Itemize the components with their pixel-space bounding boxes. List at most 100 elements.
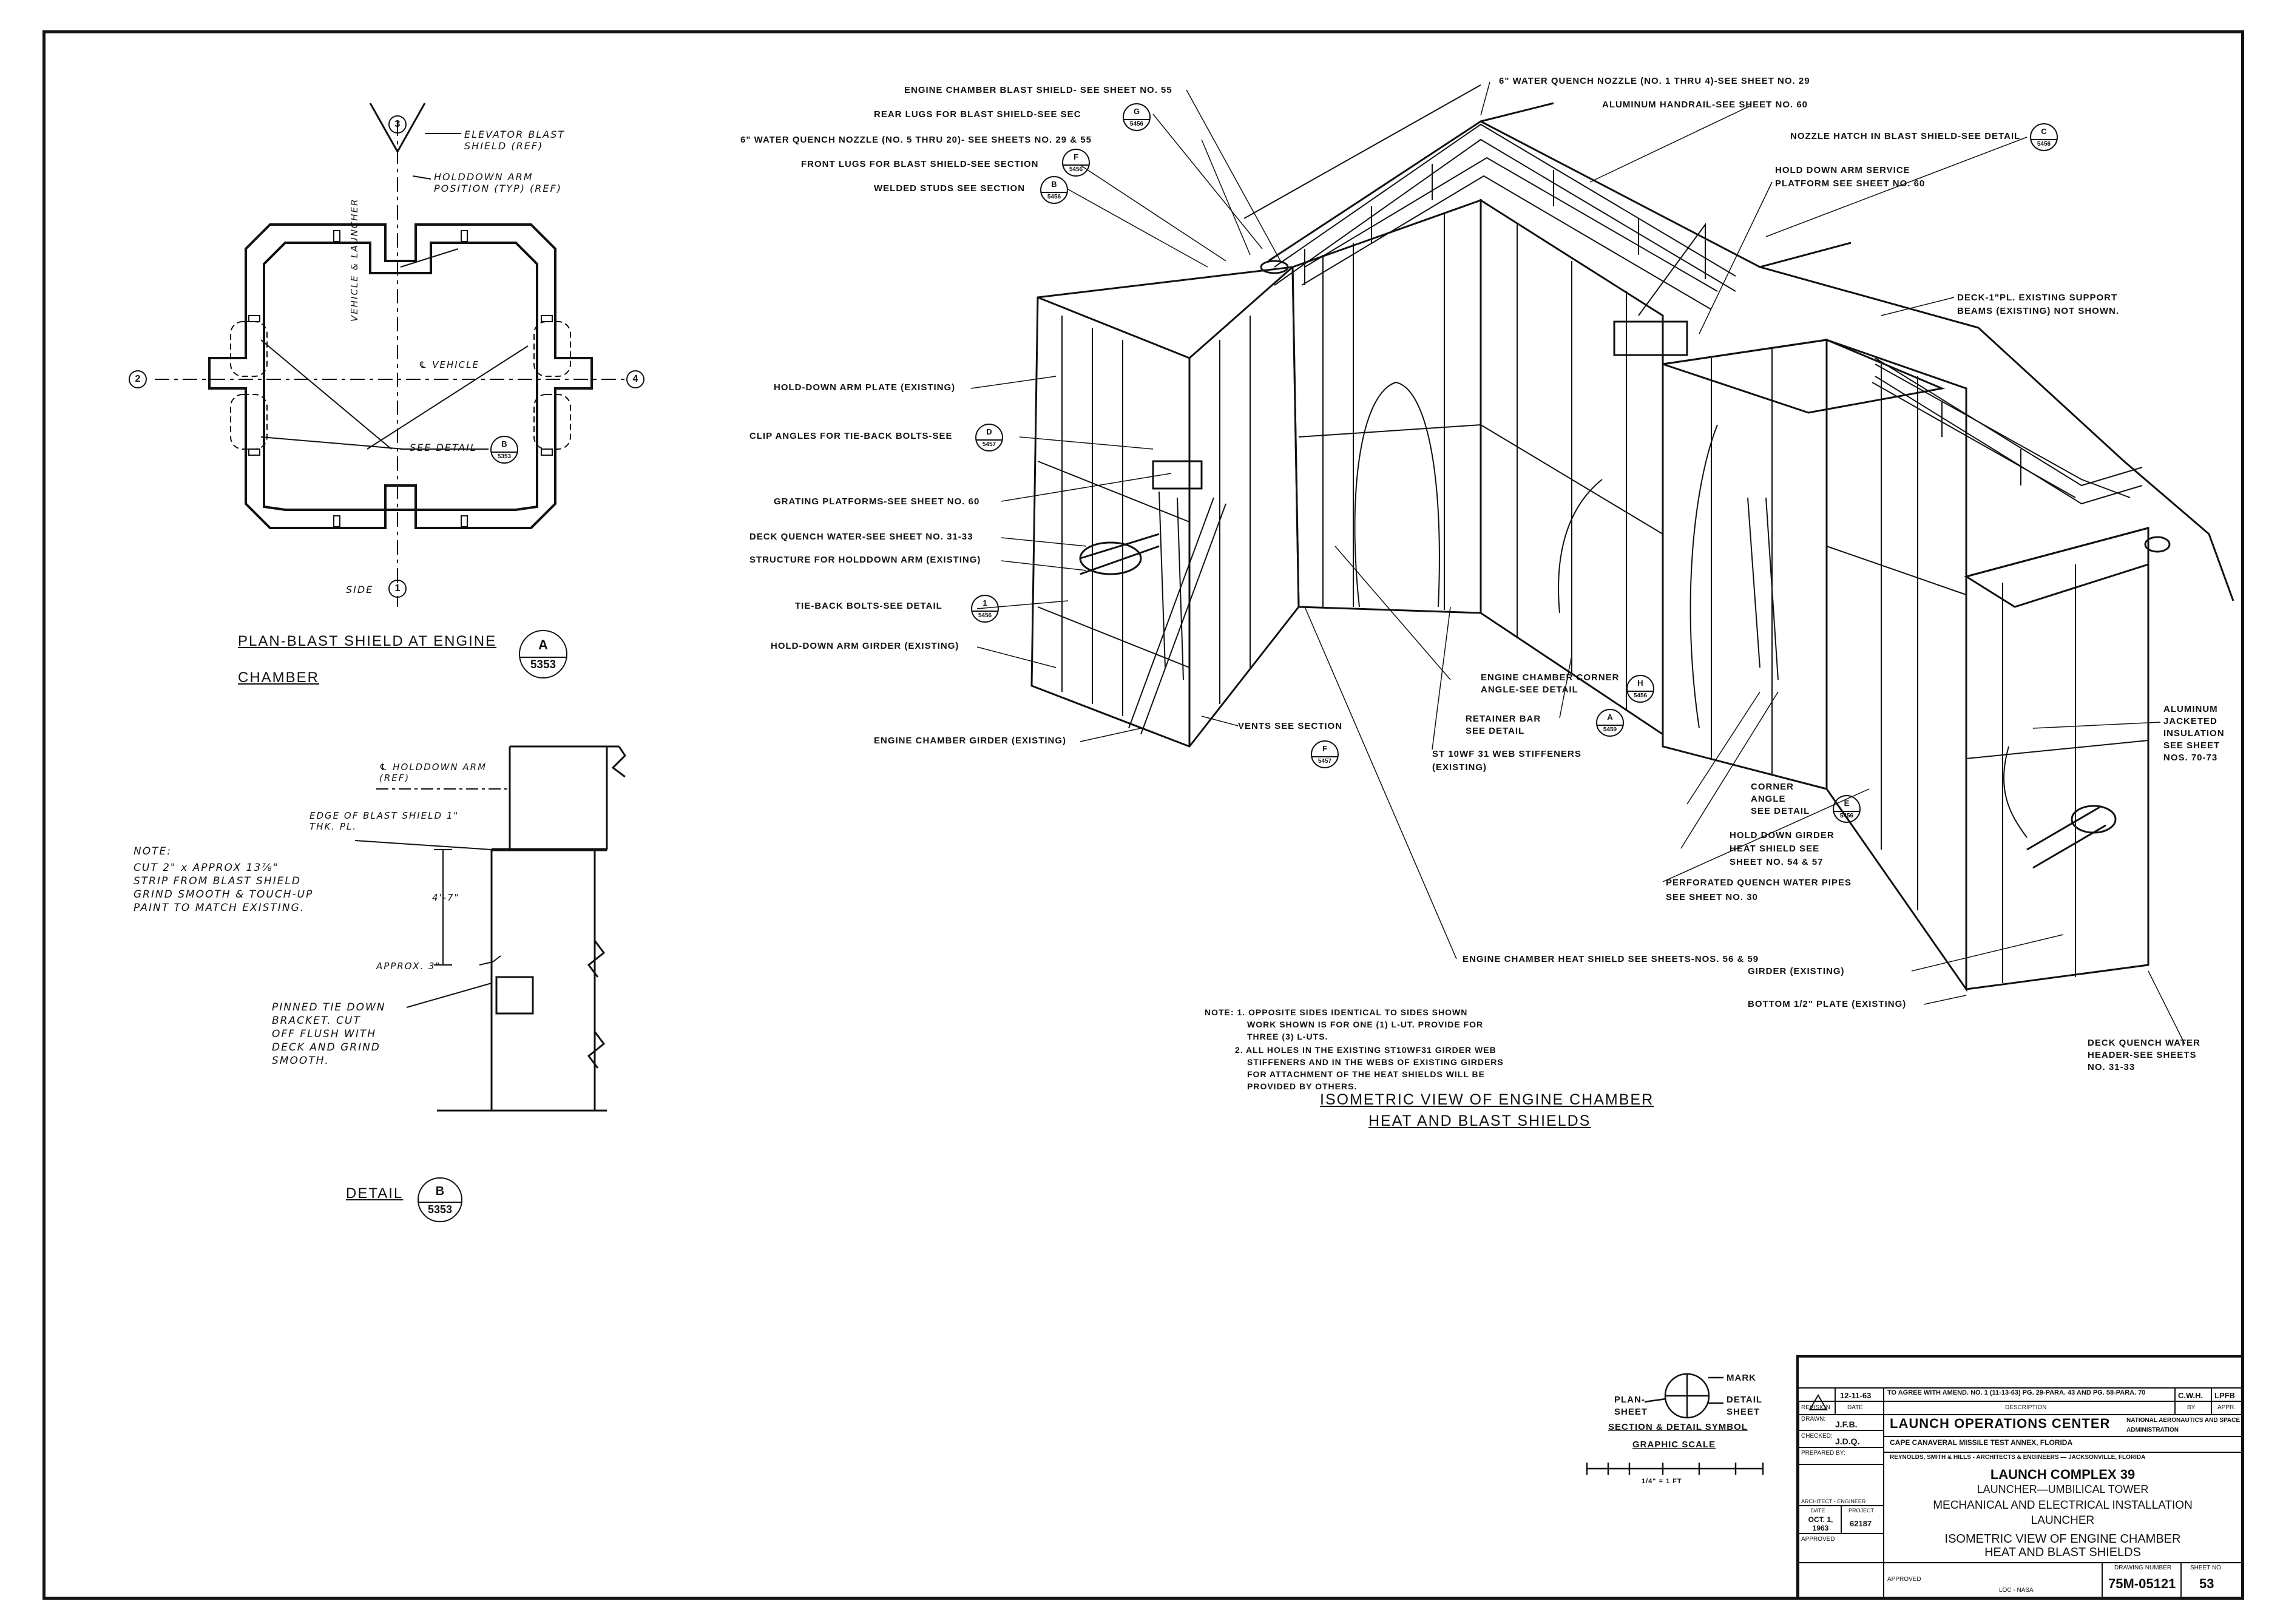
tb-prepared-label: PREPARED BY: (1801, 1450, 1845, 1457)
tb-complex: LAUNCH COMPLEX 39 (1990, 1467, 2136, 1482)
tb-installation: MECHANICAL AND ELECTRICAL INSTALLATION (1933, 1499, 2193, 1512)
callout-perforated-2: SEE SHEET NO. 30 (1666, 892, 1758, 902)
plan-title-line1: PLAN-BLAST SHIELD AT ENGINE (238, 633, 497, 649)
tb-col-appr: APPR. (2217, 1404, 2236, 1411)
callout-corner-2: ANGLE (1751, 794, 1786, 804)
vehicle-launcher-label: VEHICLE & LAUNCHER (349, 198, 360, 322)
callout-deck-quench-1: DECK QUENCH WATER (2088, 1038, 2200, 1048)
plan-outline (208, 223, 593, 529)
tb-revision-desc: TO AGREE WITH AMEND. NO. 1 (11-13-63) PG… (1887, 1389, 2146, 1396)
callout-retainer-2: SEE DETAIL (1466, 726, 1525, 736)
title-block: 12-11-63 TO AGREE WITH AMEND. NO. 1 (11-… (1796, 1355, 2244, 1600)
axis-bubble-3: 3 (388, 115, 407, 134)
tb-sheet-title2: HEAT AND BLAST SHIELDS (1984, 1546, 2141, 1559)
holddown-arm-label: HOLDDOWN ARM POSITION (TYP) (REF) (434, 171, 562, 194)
detail-approx-label: APPROX. 3" (376, 961, 441, 972)
tb-loc-nasa: LOC - NASA (1999, 1587, 2034, 1594)
iso-note-line: WORK SHOWN IS FOR ONE (1) L-UT. PROVIDE … (1247, 1020, 1484, 1029)
tb-project-label: PROJECT (1848, 1507, 1875, 1514)
detail-note-line: PAINT TO MATCH EXISTING. (134, 902, 305, 914)
callout-corner-angle-1: ENGINE CHAMBER CORNER (1481, 672, 1620, 683)
tb-revision-by: C.W.H. (2178, 1391, 2204, 1400)
callout-bottom-plate: BOTTOM 1/2" PLATE (EXISTING) (1748, 999, 1907, 1009)
iso-note-line: STIFFENERS AND IN THE WEBS OF EXISTING G… (1247, 1057, 1504, 1067)
callout-corner-3: SEE DETAIL (1751, 806, 1810, 816)
detail-holddown-label: ℄ HOLDDOWN ARM (REF) (379, 762, 487, 783)
tb-revision-appr: LPFB (2214, 1391, 2235, 1400)
tb-col-revision: REVISION (1801, 1404, 1830, 1411)
axis-bubble-1: 1 (388, 580, 407, 598)
callout-retainer-1: RETAINER BAR (1466, 714, 1541, 724)
plan-side-label: SIDE (346, 584, 374, 595)
tb-sheet-no-label: SHEET NO. (2190, 1565, 2223, 1571)
callout-deck-quench-water: DECK QUENCH WATER-SEE SHEET NO. 31-33 (749, 532, 973, 542)
callout-deck-plate-1: DECK-1"PL. EXISTING SUPPORT (1957, 293, 2118, 303)
tb-date-label: DATE (1811, 1507, 1825, 1514)
callout-rear-lugs: REAR LUGS FOR BLAST SHIELD-SEE SEC (874, 109, 1081, 120)
tb-firm: REYNOLDS, SMITH & HILLS - ARCHITECTS & E… (1890, 1454, 2146, 1461)
elevator-blast-shield-label: ELEVATOR BLAST SHIELD (REF) (464, 129, 566, 152)
callout-grating-platforms: GRATING PLATFORMS-SEE SHEET NO. 60 (774, 496, 980, 507)
callout-structure-holddown: STRUCTURE FOR HOLDDOWN ARM (EXISTING) (749, 555, 981, 565)
iso-note-line: PROVIDED BY OTHERS. (1247, 1081, 1358, 1091)
symbol-detail-sheet-1: DETAIL (1727, 1395, 1763, 1405)
plan-title-ref: A 5353 (519, 630, 567, 678)
tb-checked-by: J.D.Q. (1835, 1436, 1860, 1446)
section-symbol (1644, 1373, 1723, 1419)
detail-bracket-line: OFF FLUSH WITH (272, 1028, 377, 1040)
tb-architect-label: ARCHITECT - ENGINEER (1801, 1498, 1866, 1504)
callout-heat-shield-girder-3: SHEET NO. 54 & 57 (1730, 857, 1824, 867)
callout-tie-back-bolts: TIE-BACK BOLTS-SEE DETAIL (795, 601, 942, 611)
callout-deck-plate-2: BEAMS (EXISTING) NOT SHOWN. (1957, 306, 2119, 316)
callout-vents: VENTS SEE SECTION (1238, 721, 1343, 731)
iso-note-line: NOTE: 1. OPPOSITE SIDES IDENTICAL TO SID… (1205, 1007, 1468, 1017)
callout-quench-nozzle-5-20: 6" WATER QUENCH NOZZLE (NO. 5 THRU 20)- … (740, 135, 1092, 145)
tb-date: OCT. 1, 1963 (1808, 1515, 1833, 1532)
detail-note-title: NOTE: (134, 845, 172, 858)
callout-insulation-line: SEE SHEET (2163, 740, 2220, 751)
callout-stiffeners-2: (EXISTING) (1432, 762, 1487, 773)
callout-holddown-plate: HOLD-DOWN ARM PLATE (EXISTING) (774, 382, 956, 393)
tb-drawing-number: 75M-05121 (2108, 1576, 2176, 1591)
tb-checked-label: CHECKED: (1801, 1433, 1833, 1440)
callout-heat-shield-girder-2: HEAT SHIELD SEE (1730, 844, 1820, 854)
scale-note: 1/4" = 1 FT (1642, 1478, 1682, 1485)
detail-dim-vertical: 4'-7" (432, 892, 460, 903)
tb-sheet-no: 53 (2199, 1576, 2214, 1591)
tb-col-description: DESCRIPTION (2005, 1404, 2047, 1411)
iso-note-line: THREE (3) L-UTS. (1247, 1032, 1328, 1041)
callout-perforated-1: PERFORATED QUENCH WATER PIPES (1666, 878, 1852, 888)
detail-note-line: GRIND SMOOTH & TOUCH-UP (134, 888, 314, 901)
graphic-scale (1586, 1463, 1764, 1475)
handrails (1274, 123, 2143, 505)
tb-location: CAPE CANAVERAL MISSILE TEST ANNEX, FLORI… (1890, 1438, 2073, 1447)
tb-col-by: BY (2187, 1404, 2196, 1411)
axis-bubble-4: 4 (626, 370, 644, 388)
callout-insulation-line: INSULATION (2163, 728, 2225, 739)
plan-title-line2: CHAMBER (238, 669, 320, 686)
axis-bubble-2: 2 (129, 370, 147, 388)
callout-corner-1: CORNER (1751, 782, 1794, 792)
detail-note-line: CUT 2" x APPROX 13⅞" (134, 862, 279, 874)
detail-bracket-line: PINNED TIE DOWN (272, 1001, 386, 1013)
tb-nasa: NATIONAL AERONAUTICS AND SPACE ADMINISTR… (2126, 1417, 2241, 1433)
callout-clip-angles: CLIP ANGLES FOR TIE-BACK BOLTS-SEE (749, 431, 953, 441)
callout-quench-nozzle-1-4: 6" WATER QUENCH NOZZLE (NO. 1 THRU 4)-SE… (1499, 76, 1810, 86)
iso-title-line1: ISOMETRIC VIEW OF ENGINE CHAMBER (1320, 1091, 1654, 1108)
detail-bracket-line: SMOOTH. (272, 1055, 330, 1067)
callout-blast-shield: ENGINE CHAMBER BLAST SHIELD- SEE SHEET N… (904, 85, 1172, 95)
tb-drawn-by: J.F.B. (1835, 1419, 1858, 1429)
symbol-plan-sheet-2: SHEET (1614, 1407, 1648, 1417)
tb-org: LAUNCH OPERATIONS CENTER (1890, 1416, 2111, 1431)
callout-service-platform-1: HOLD DOWN ARM SERVICE (1775, 165, 1910, 175)
plan-see-detail-label: SEE DETAIL (410, 442, 477, 453)
